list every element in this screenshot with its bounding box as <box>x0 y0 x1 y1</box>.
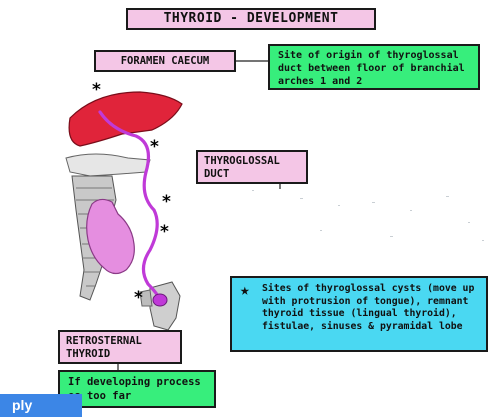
retrosternal-nodule <box>153 294 167 306</box>
thyroglossal-duct-label: THYROGLOSSAL DUCT <box>196 150 308 184</box>
apply-button[interactable]: ply <box>0 394 82 417</box>
site-marker: * <box>92 82 101 99</box>
hyoid-cartilage <box>66 154 150 176</box>
thyroglossal-cysts-note: ★ Sites of thyroglossal cysts (move up w… <box>230 276 488 352</box>
diagram-title: THYROID - DEVELOPMENT <box>126 8 376 30</box>
site-marker: * <box>134 290 143 307</box>
site-marker: * <box>150 139 159 156</box>
foramen-caecum-note: Site of origin of thyroglossal duct betw… <box>268 44 480 90</box>
cysts-note-text: Sites of thyroglossal cysts (move up wit… <box>262 283 474 332</box>
site-marker: * <box>162 194 171 211</box>
star-icon: ★ <box>240 282 250 298</box>
site-marker: * <box>160 224 169 241</box>
tongue <box>69 92 182 146</box>
retrosternal-thyroid-label: RETROSTERNAL THYROID <box>58 330 182 364</box>
foramen-caecum-label: FORAMEN CAECUM <box>94 50 236 72</box>
